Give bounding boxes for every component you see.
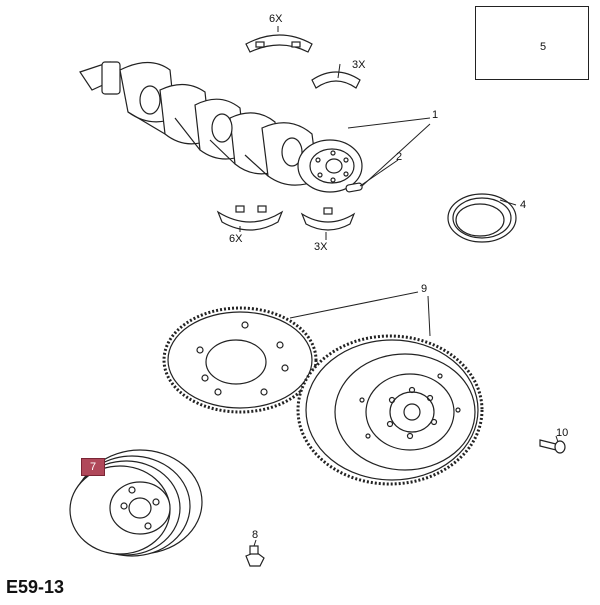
qty-lower-main-bearing: 6X [229, 233, 243, 245]
flywheel [296, 334, 484, 486]
dowel-pin [345, 182, 363, 193]
legend-box [475, 6, 589, 80]
crankshaft [79, 61, 363, 193]
lower-main-bearing-shells [216, 205, 284, 231]
callout-9: 9 [421, 283, 428, 295]
callout-2: 2 [396, 151, 403, 163]
legend-number: 5 [540, 41, 547, 53]
crankshaft-pulley [69, 449, 203, 557]
qty-lower-thrust-bearing: 3X [314, 241, 328, 253]
upper-main-bearing-shells [245, 34, 313, 53]
flywheel-bolt [539, 439, 566, 454]
crankshaft-seal-ring [447, 193, 517, 243]
callout-4: 4 [520, 199, 527, 211]
qty-upper-thrust-bearing: 3X [352, 59, 366, 71]
pulley-bolt [245, 545, 265, 567]
leader-lines [239, 26, 559, 547]
callout-7-highlight: 7 [81, 458, 105, 476]
callout-8: 8 [252, 529, 259, 541]
drive-plate-gear [162, 306, 318, 414]
lower-thrust-bearing-shells [300, 207, 356, 231]
callout-1: 1 [432, 109, 439, 121]
diagram-code: E59-13 [6, 577, 65, 597]
callout-10: 10 [556, 427, 569, 439]
upper-thrust-bearing-shells [311, 71, 361, 89]
qty-upper-main-bearing: 6X [269, 13, 283, 25]
